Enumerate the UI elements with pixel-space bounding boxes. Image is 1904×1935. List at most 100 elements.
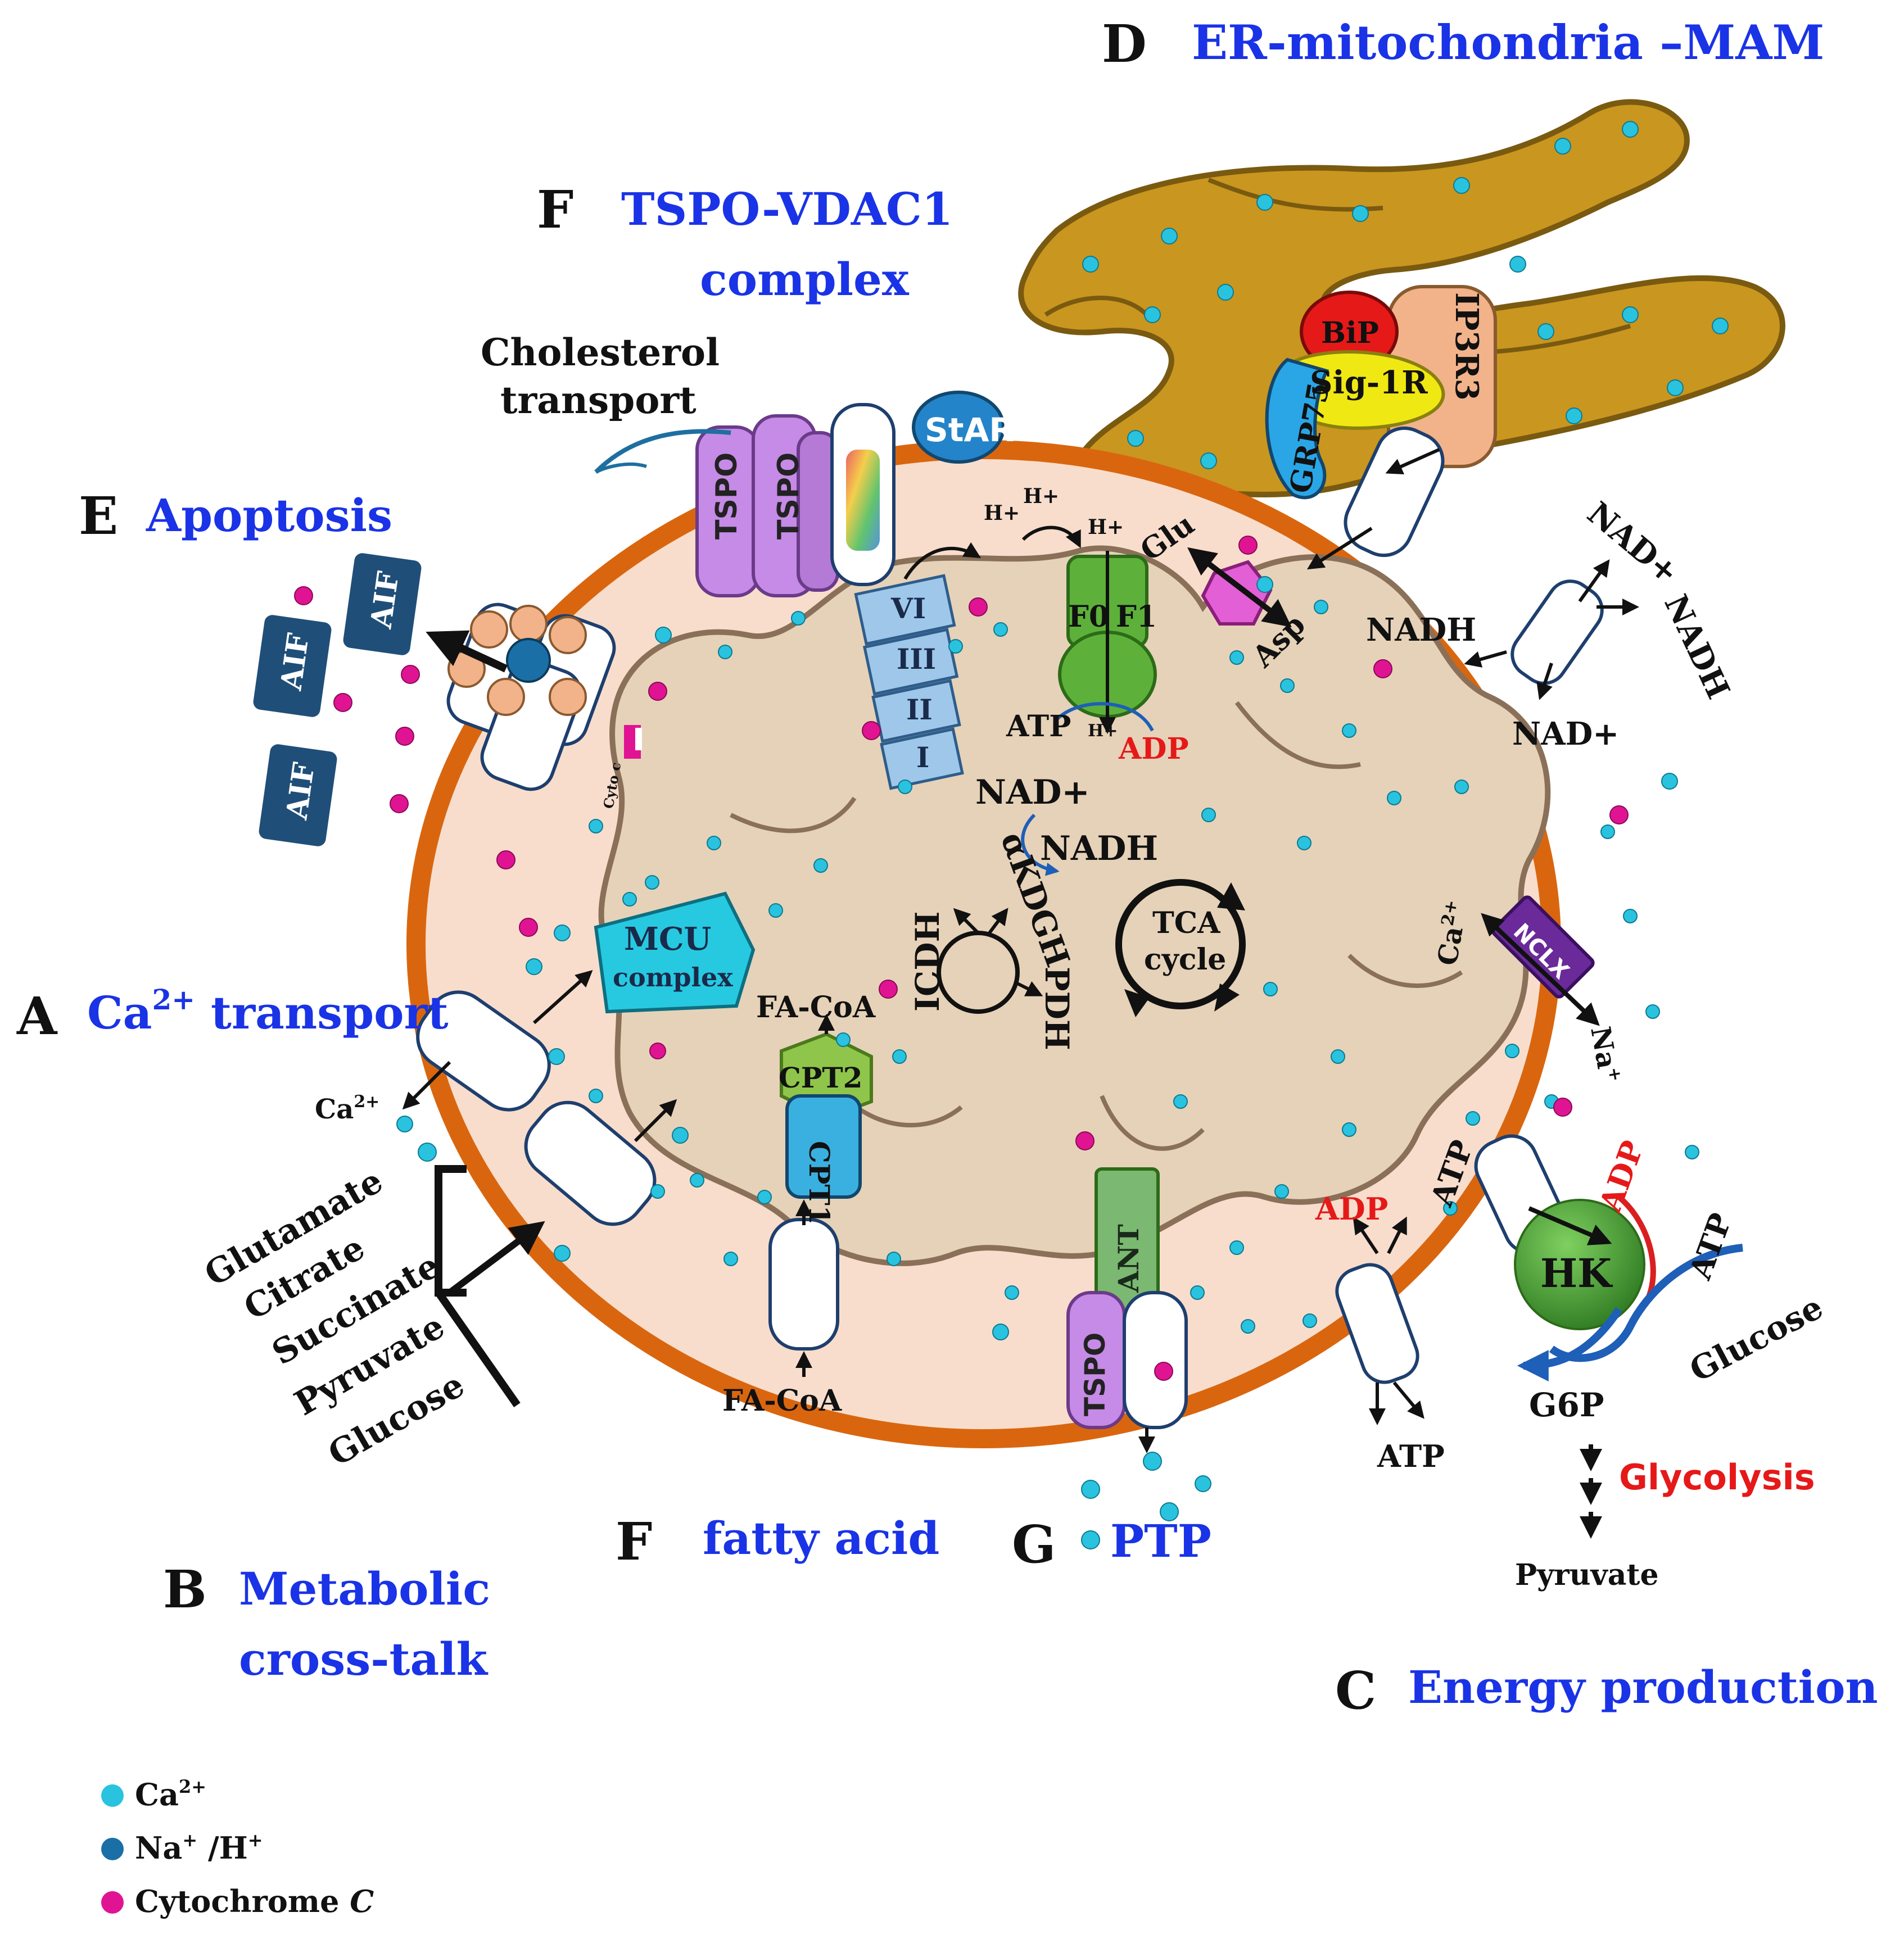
calcium-dot [1600, 824, 1615, 839]
calcium-dot [1466, 1111, 1480, 1126]
hk-label: HK [1540, 1250, 1613, 1297]
sig1r-label: Sig-1R [1310, 364, 1428, 401]
calcium-dot [1554, 138, 1571, 155]
vdac-ca [416, 990, 551, 1112]
calcium-dot [1387, 791, 1401, 805]
nadh-right: NADH [1657, 589, 1737, 705]
calcium-dot [1081, 1480, 1100, 1499]
calcium-dot [672, 1127, 689, 1144]
cholesterol-label-2: transport [500, 378, 697, 422]
section-c-letter: C [1335, 1660, 1376, 1721]
complex-ii-label: II [906, 693, 933, 726]
ca-out-base: Ca [315, 1094, 354, 1125]
section-a-title-base: Ca [87, 986, 152, 1039]
calcium-dot [548, 1048, 565, 1065]
vdac-atp [1335, 1263, 1419, 1384]
calcium-dot [1256, 194, 1273, 211]
vdac-metabolic [524, 1100, 657, 1226]
legend: Ca2+ Na+ /H+ Cytochrome C [101, 1776, 374, 1919]
aif-label-1: AIF [274, 631, 316, 693]
cytochrome-c-dot [395, 727, 414, 746]
ion-dots [294, 121, 1729, 1549]
calcium-dot [1241, 1319, 1255, 1334]
calcium-dot [1200, 452, 1217, 469]
calcium-dot [1229, 650, 1244, 665]
calcium-dot [813, 858, 828, 873]
calcium-dot [1303, 1313, 1317, 1328]
section-f-bottom-title: fatty acid [703, 1512, 939, 1565]
calcium-dot [418, 1143, 437, 1162]
legend-na-sup2: + [248, 1829, 263, 1851]
h-plus-1: H+ [984, 501, 1020, 525]
nclx-ca-sup: 2+ [1438, 899, 1462, 927]
calcium-dot [1201, 808, 1216, 822]
nclx-ca-base: Ca [1432, 924, 1469, 968]
nclx-na-label: Na+ [1584, 1024, 1626, 1085]
legend-na-base: Na [135, 1830, 182, 1866]
nadh-left: NADH [1366, 611, 1476, 649]
calcium-dot [1645, 1004, 1660, 1019]
nclx-ca-label: Ca2+ [1431, 899, 1474, 968]
calcium-dot [1263, 982, 1278, 996]
section-d-letter: D [1102, 13, 1147, 74]
nadh-matrix: NADH [1040, 829, 1158, 868]
calcium-dot [757, 1190, 772, 1204]
calcium-dot [1314, 600, 1328, 614]
g6p-label: G6P [1529, 1386, 1604, 1424]
calcium-dot [1622, 121, 1639, 138]
aif-tile-3 [259, 744, 337, 846]
nclx-na-base: Na [1584, 1024, 1622, 1071]
aif-tile-1 [253, 615, 332, 717]
calcium-dot [1297, 836, 1311, 850]
hexokinase [1474, 1134, 1743, 1539]
calcium-dot [1144, 306, 1161, 323]
calcium-dot [526, 958, 542, 975]
calcium-dot [1160, 1502, 1179, 1521]
calcium-dot [690, 1173, 704, 1188]
section-f-bottom-letter: F [616, 1511, 652, 1572]
f1-label: F1 [1116, 600, 1157, 634]
section-f-top-letter: F [537, 179, 573, 240]
glucose-label: Glucose [1684, 1288, 1829, 1390]
tspo-label-b: TSPO [772, 452, 806, 540]
tca-cycle-ring [1115, 879, 1246, 1009]
calcium-dot [887, 1252, 901, 1266]
calcium-dot [1509, 256, 1526, 273]
calcium-dot [892, 1049, 907, 1064]
star-protein [912, 391, 1005, 464]
calcium-dot [1280, 678, 1295, 693]
aif-label-2: AIF [364, 569, 406, 631]
aif-label-3: AIF [279, 760, 322, 822]
legend-ca-sup: 2+ [179, 1776, 206, 1797]
atp-out-label: ATP [1377, 1438, 1445, 1474]
section-c-title: Energy production [1408, 1661, 1878, 1714]
glycolysis-label: Glycolysis [1619, 1457, 1815, 1498]
calcium-dot [723, 1252, 738, 1266]
h-plus-2: H+ [1023, 484, 1059, 508]
section-e-title: Apoptosis [146, 489, 392, 542]
f0-label: F0 [1068, 600, 1109, 634]
calcium-dot [1195, 1475, 1211, 1492]
calcium-dot [993, 622, 1008, 637]
calcium-dot [1161, 228, 1178, 244]
legend-na-rest: /H [197, 1830, 248, 1866]
section-f-top-title-2: complex [700, 253, 910, 306]
calcium-dot [1661, 773, 1678, 790]
calcium-dot [1352, 205, 1369, 222]
adp-hk-label: ADP [1592, 1136, 1651, 1217]
calcium-dot [898, 780, 912, 794]
cpt-system [768, 1014, 873, 1377]
calcium-dot [1454, 780, 1469, 794]
tspo-label-a: TSPO [710, 452, 744, 540]
mitochondrion [406, 440, 1561, 1448]
calcium-dot [1173, 1094, 1188, 1109]
calcium-dot [1274, 1184, 1289, 1199]
ca-out-label: Ca2+ [315, 1092, 379, 1125]
cytochrome-c-dot [333, 693, 352, 712]
cytochrome-c-dot [1553, 1098, 1572, 1117]
bip-label: BiP [1321, 316, 1379, 350]
section-g-letter: G [1012, 1514, 1056, 1575]
cytochrome-c-dot [390, 794, 409, 813]
atp-synthase [1055, 551, 1157, 734]
aif-tile-2 [343, 553, 422, 655]
